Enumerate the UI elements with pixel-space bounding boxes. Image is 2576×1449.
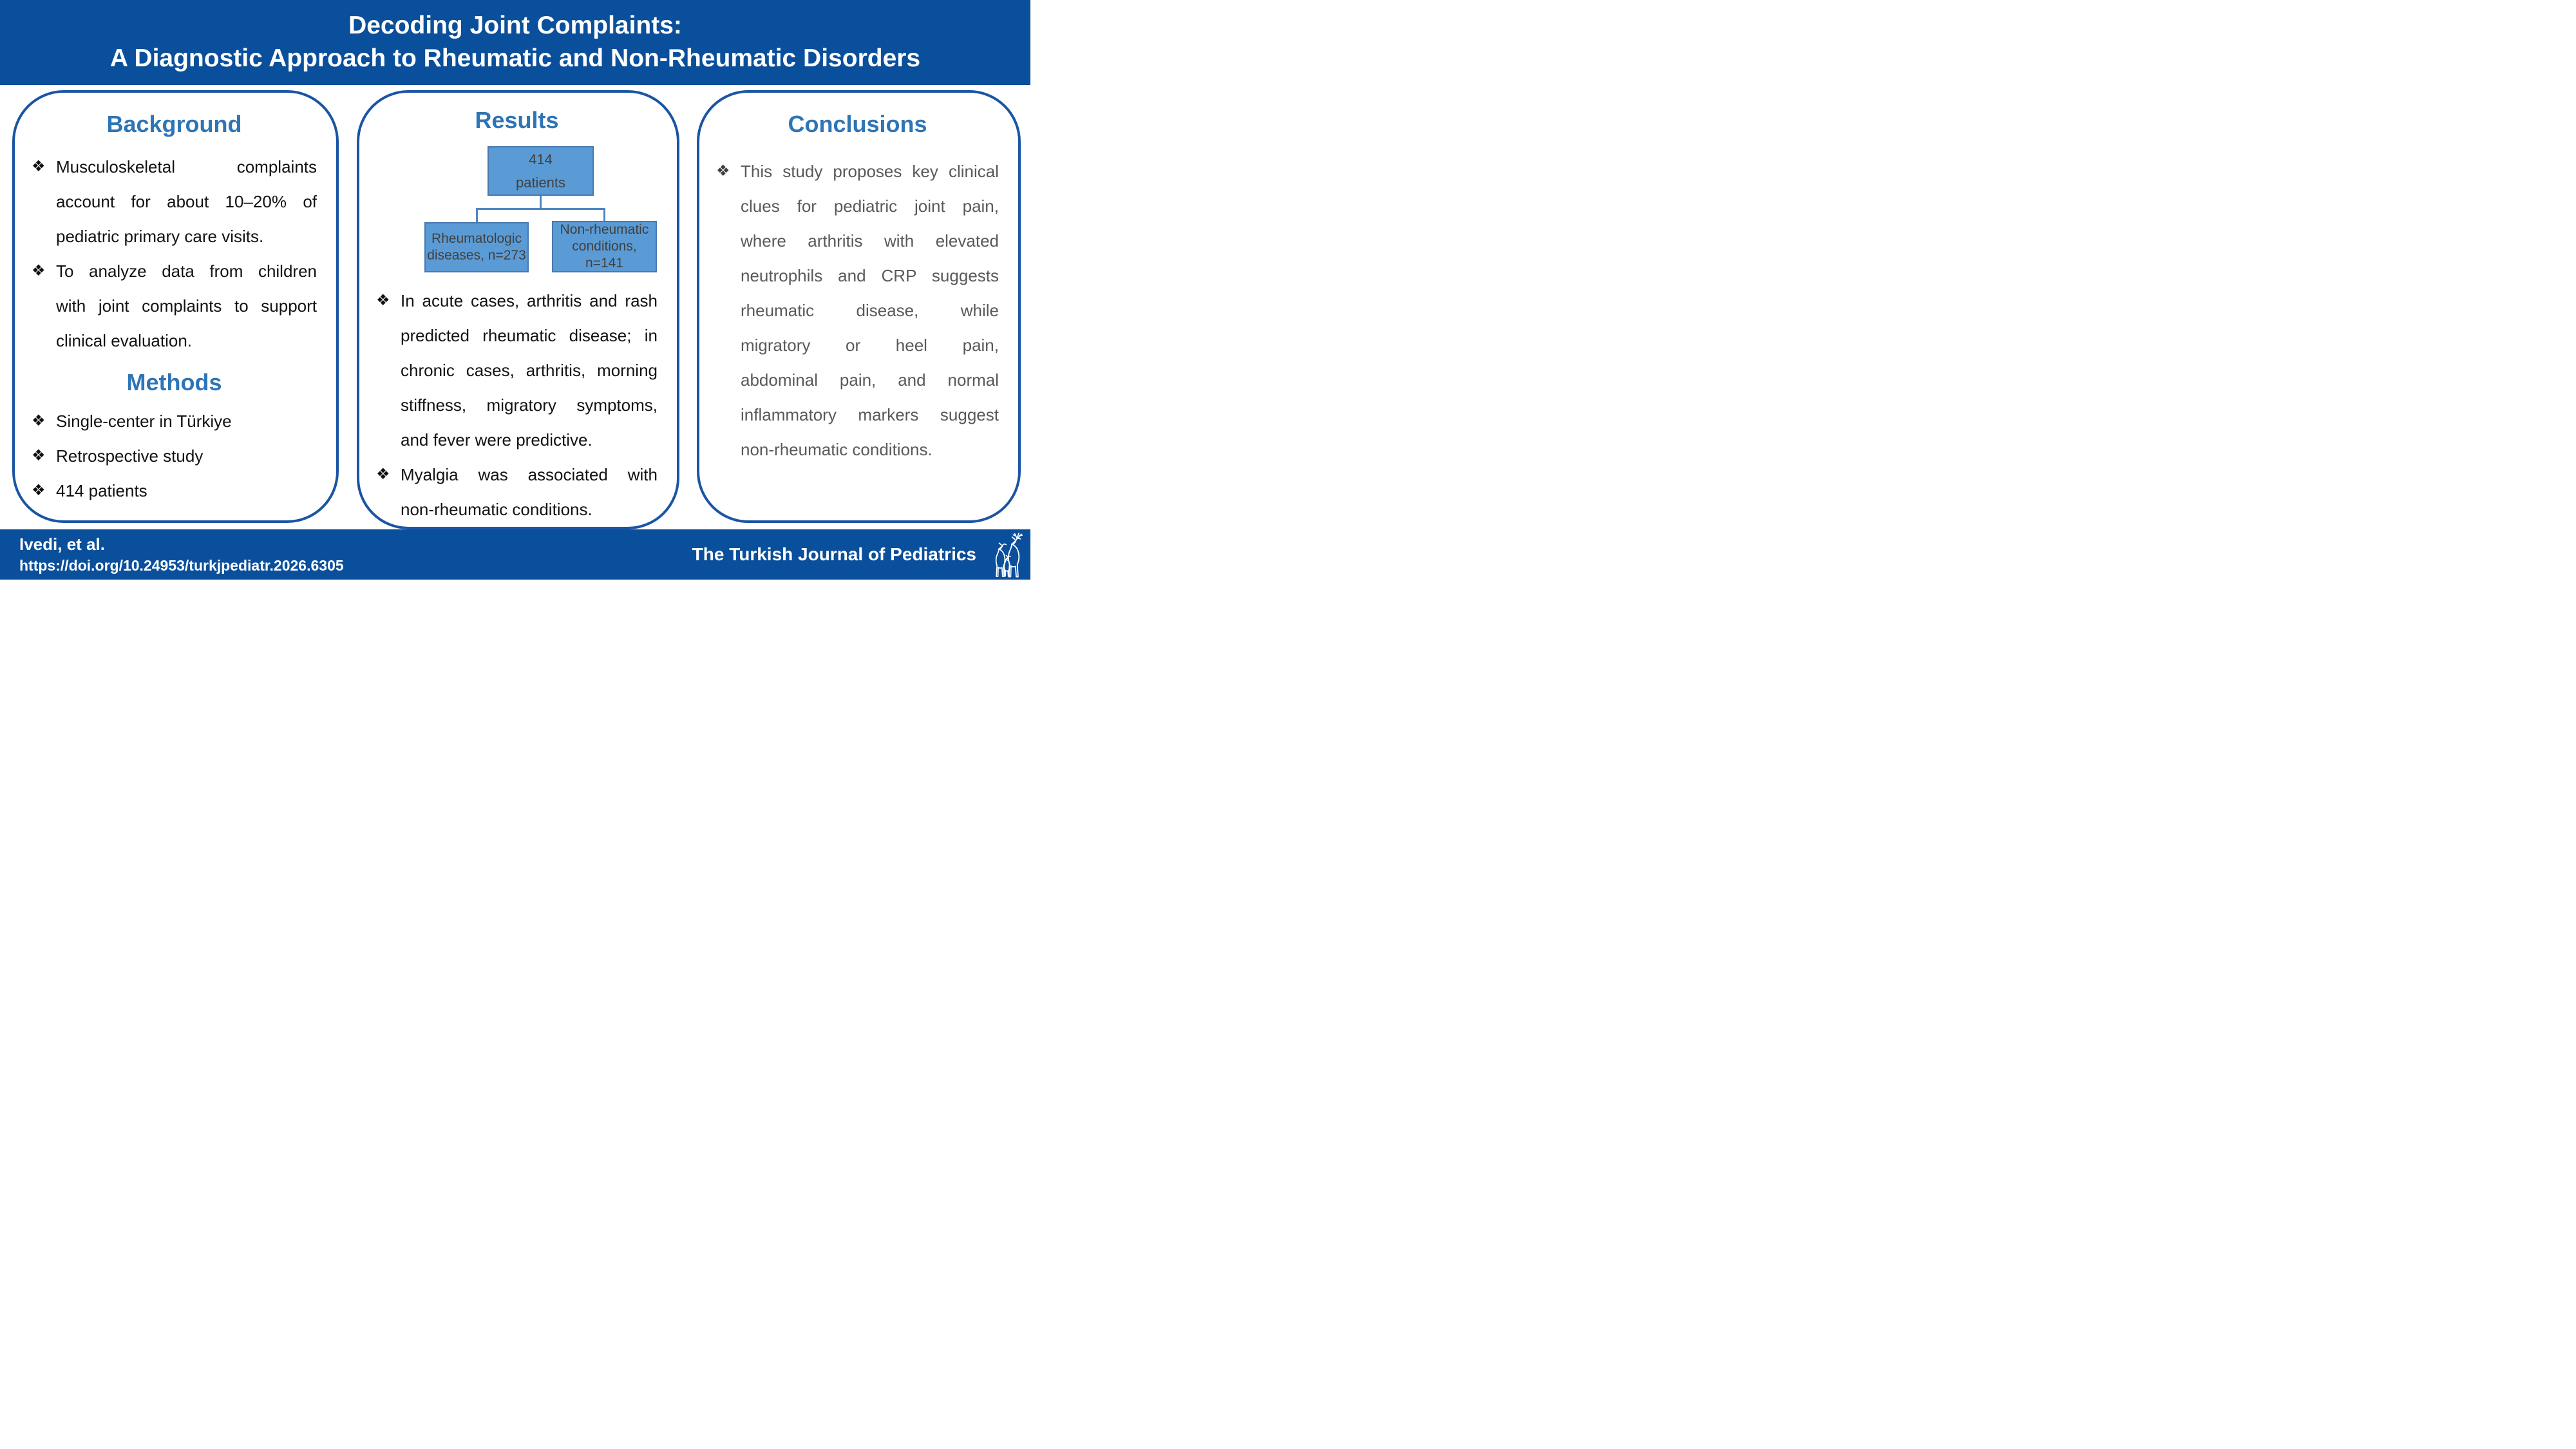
card-conclusions: Conclusions ❖ This study proposes key cl…	[697, 90, 1021, 523]
diamond-bullet-icon: ❖	[32, 447, 46, 464]
footer-journal-block: The Turkish Journal of Pediatrics	[692, 529, 976, 580]
diamond-bullet-icon: ❖	[32, 412, 46, 430]
background-heading: Background	[106, 111, 242, 137]
bullet-text: 414 patients	[56, 481, 147, 500]
diamond-bullet-icon: ❖	[716, 162, 730, 180]
footer-citation-block: Ivedi, et al. https://doi.org/10.24953/t…	[19, 533, 344, 576]
flow-connector-root	[540, 196, 542, 209]
conclusions-heading: Conclusions	[788, 111, 927, 137]
bullet-text: Single-center in Türkiye	[56, 412, 232, 431]
page-title-line1: Decoding Joint Complaints:	[348, 12, 682, 39]
footer-doi-link[interactable]: https://doi.org/10.24953/turkjpediatr.20…	[19, 557, 344, 574]
flow-connector-right	[603, 208, 605, 223]
bullet-item: ❖ Single-center in Türkiye	[32, 404, 317, 439]
diamond-bullet-icon: ❖	[32, 158, 46, 175]
flow-connector-horizontal	[476, 208, 605, 210]
diamond-bullet-icon: ❖	[376, 466, 390, 483]
graphical-abstract-page: Decoding Joint Complaints: A Diagnostic …	[0, 0, 1030, 580]
diamond-bullet-icon: ❖	[376, 292, 390, 309]
footer-banner: Ivedi, et al. https://doi.org/10.24953/t…	[0, 529, 1030, 580]
bullet-text: Retrospective study	[56, 446, 204, 466]
deer-family-logo-icon	[996, 533, 1023, 577]
footer-journal-name: The Turkish Journal of Pediatrics	[692, 544, 976, 564]
footer-authors: Ivedi, et al.	[19, 535, 105, 554]
results-heading: Results	[475, 107, 559, 133]
page-title-line2: A Diagnostic Approach to Rheumatic and N…	[109, 44, 921, 72]
diamond-bullet-icon: ❖	[32, 482, 46, 499]
bullet-item: ❖ Retrospective study	[32, 439, 317, 473]
flow-connector-left	[476, 208, 478, 223]
methods-bullet-list: ❖ Single-center in Türkiye ❖ Retrospecti…	[32, 404, 317, 508]
header-banner: Decoding Joint Complaints: A Diagnostic …	[0, 0, 1030, 85]
diamond-bullet-icon: ❖	[32, 262, 46, 279]
bullet-item: ❖ 414 patients	[32, 473, 317, 508]
methods-heading: Methods	[126, 369, 222, 395]
